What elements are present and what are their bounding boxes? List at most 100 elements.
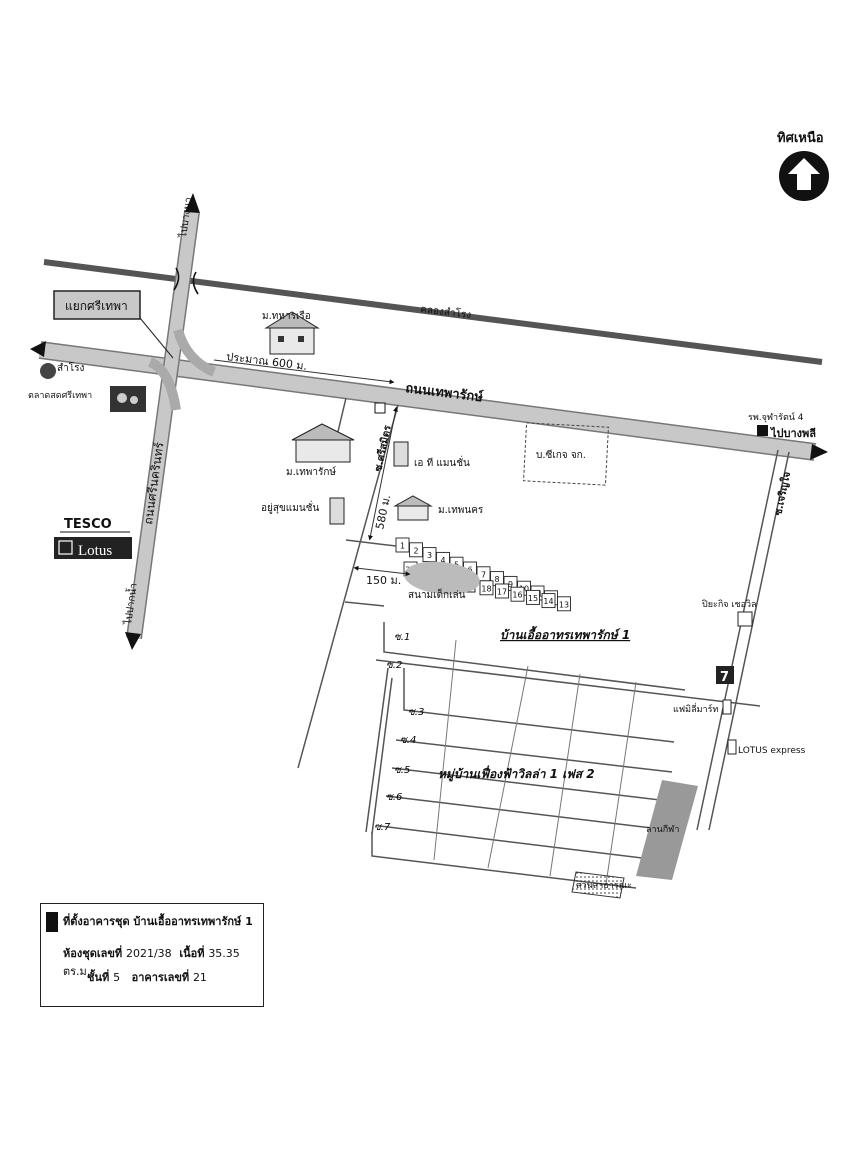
playground-label: สนามเด็กเล่น: [408, 587, 466, 601]
project-label: บ้านเอื้ออาทรเทพารักษ์ 1: [500, 626, 630, 642]
soi-label: ซ.4: [400, 735, 416, 746]
arrow-west-icon: [30, 341, 46, 357]
arrow-north-road-icon: [185, 193, 200, 213]
market-icon: [110, 386, 146, 412]
building-number: 3: [427, 551, 432, 560]
building-cell: [479, 580, 494, 596]
to-bangphli-label: ไปบางพลี: [769, 426, 816, 440]
market-label: ตลาดสดศรีเทพา: [28, 390, 92, 401]
sports-field: [636, 780, 698, 880]
distance-150-label: 150 ม.: [366, 574, 401, 587]
building-number: 17: [497, 588, 507, 597]
srinakarin-road: [126, 210, 200, 640]
at-mansion-label: เอ ที แมนชั่น: [414, 455, 470, 469]
building-number: 7: [481, 570, 486, 579]
house-icon: [393, 495, 433, 521]
bridge-mark: [173, 267, 199, 295]
building-cell: [495, 583, 509, 599]
hospital-label: รพ.จุฬารัตน์ 4: [748, 411, 804, 423]
arrow-south-road-icon: [125, 632, 141, 650]
lotus-express-label: LOTUS express: [738, 746, 806, 756]
building-cell: [395, 537, 410, 553]
building-cell: [526, 589, 540, 605]
soi-charoenjai-label: ซ.เจริญใจ: [771, 470, 793, 516]
tesco-lotus-logo: TESCO Lotus: [54, 517, 132, 559]
soi-label: ซ.7: [374, 822, 391, 833]
soi-srisamit-label: ซ.ศรีสมิตร: [372, 424, 394, 473]
soi-charoenjai-road: [708, 451, 790, 831]
distance-600-arrow: [213, 359, 395, 385]
soi-cross-lines: [433, 639, 637, 885]
hospital-icon: [757, 425, 768, 436]
company-label: บ.ซีเกจ จก.: [536, 449, 586, 461]
legend-title: ที่ตั้งอาคารชุด บ้านเอื้ออาทรเทพารักษ์ 1: [63, 915, 253, 928]
building-number: 16: [512, 591, 522, 600]
north-arrow-icon: [779, 151, 829, 201]
building-cell: [510, 586, 525, 602]
sports-field-label: ลานกีฬา: [646, 824, 679, 835]
navy-village-label: ม.ทหารเรือ: [262, 310, 311, 322]
building-icon: [393, 441, 409, 467]
gas-station-label: ปิยะกิจ เชอวิล: [702, 599, 757, 610]
to-bangna-label: ไปบางนา: [177, 196, 195, 239]
family-mart-icon: [722, 699, 732, 715]
phase2-label: หมู่บ้านเฟื่องฟ้าวิลล่า 1 เฟส 2: [438, 765, 595, 782]
building-number: 14: [543, 597, 553, 606]
soi-labels: ซ.1 ซ.2 ซ.3 ซ.4 ซ.5 ซ.6 ซ.7: [374, 632, 424, 833]
company-plot: [523, 422, 609, 486]
hospital-small-icon: [374, 402, 386, 414]
yusuk-mansion-label: อยู่สุขแมนชั่น: [261, 500, 319, 514]
building-number: 9: [508, 580, 513, 589]
building-icon: [329, 497, 345, 525]
gas-station-icon: [737, 611, 753, 627]
soi-label: ซ.3: [408, 707, 424, 718]
to-samrong-label: สำโรง: [57, 361, 84, 374]
playground-area: [404, 561, 480, 595]
interchange-curve: [147, 357, 181, 411]
legend-swatch: [46, 912, 58, 932]
building-cell: [541, 593, 556, 609]
svg-text:TESCO: TESCO: [64, 517, 112, 532]
park-area: [571, 871, 625, 899]
soi-network: [365, 622, 761, 889]
building-cell: [422, 547, 437, 563]
interchange-curve: [173, 328, 217, 377]
soi-label: ซ.5: [394, 765, 410, 776]
tree-icon: [40, 363, 56, 379]
seven-eleven-icon: [716, 666, 734, 684]
legend-room: ห้องชุดเลขที่ 2021/38 เนื้อที่ 35.35 ตร.…: [63, 947, 240, 978]
canal: [43, 259, 823, 365]
junction-label-box: แยกศรีเทพา: [53, 290, 174, 359]
soi-label: ซ.1: [394, 632, 410, 643]
building-cell: [409, 542, 423, 558]
house-icon: [264, 311, 320, 355]
building-number: 13: [559, 600, 569, 609]
building-number: 8: [494, 575, 499, 584]
canal-label: คลองสำโรง: [420, 302, 472, 321]
soi-label: ซ.6: [386, 792, 402, 803]
north-label: ทิศเหนือ: [777, 130, 824, 146]
soi-label: ซ.2: [386, 660, 402, 671]
access-road: [345, 539, 397, 547]
svg-text:Lotus: Lotus: [78, 543, 112, 559]
seven-eleven-glyph: 7: [720, 670, 729, 685]
soi-charoenjai-road: [696, 449, 779, 831]
building-number: 18: [481, 584, 491, 593]
building-number: 4: [440, 556, 445, 565]
svg-text:แยกศรีเทพา: แยกศรีเทพา: [65, 299, 128, 313]
lotus-express-icon: [727, 739, 737, 755]
legend-box: ที่ตั้งอาคารชุด บ้านเอื้ออาทรเทพารักษ์ 1…: [40, 903, 264, 1007]
thepnakorn-label: ม.เทพนคร: [438, 505, 484, 516]
legend-floor: ชั้นที่ 5 อาคารเลขที่ 21: [87, 971, 207, 984]
building-number: 15: [528, 594, 538, 603]
building-cell: [557, 596, 571, 612]
arrow-east-icon: [810, 444, 828, 460]
distance-150-arrow: [353, 565, 411, 577]
building-number: 1: [400, 542, 405, 551]
park-label: สวนสาธารณะ: [576, 881, 632, 891]
access-road: [344, 601, 385, 607]
family-mart-label: แฟมิลี่มาร์ท: [673, 702, 718, 715]
distance-580-label: 580 ม.: [373, 493, 393, 530]
house-icon: [291, 423, 355, 463]
